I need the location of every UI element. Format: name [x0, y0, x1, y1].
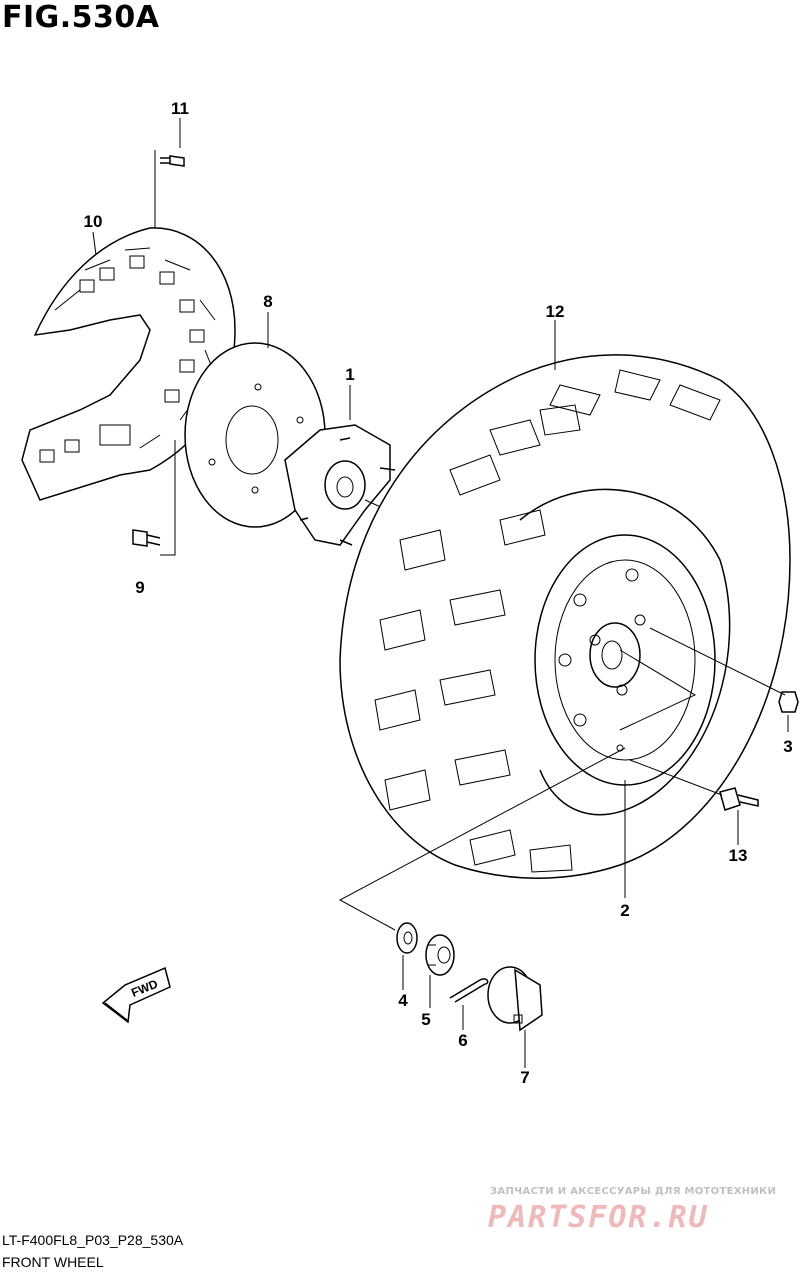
watermark-logo: PARTSFOR.RU — [488, 1200, 709, 1235]
part-11-bolt[interactable] — [160, 155, 185, 167]
leader-9-guide — [160, 440, 176, 556]
callout-4: 4 — [398, 991, 408, 1010]
fwd-direction-arrow: FWD — [101, 966, 171, 1024]
callout-3: 3 — [783, 737, 793, 756]
part-6-cotter-pin[interactable] — [449, 978, 489, 1003]
callout-10: 10 — [83, 212, 103, 231]
callout-2: 2 — [620, 901, 630, 920]
part-10-disc-guard[interactable] — [21, 227, 236, 501]
callout-5: 5 — [421, 1010, 431, 1029]
part-7-hub-cap[interactable] — [487, 966, 543, 1032]
leader-10 — [92, 231, 97, 256]
part-3-wheel-nut[interactable] — [778, 691, 799, 713]
figure-code: LT-F400FL8_P03_P28_530A — [2, 1232, 184, 1248]
leader-2-axle — [338, 747, 626, 931]
figure-caption: FRONT WHEEL — [2, 1254, 104, 1270]
callout-8: 8 — [263, 292, 273, 311]
callout-7: 7 — [520, 1068, 530, 1087]
part-9-bolt[interactable] — [132, 529, 161, 547]
part-2-wheel-rim[interactable] — [534, 534, 716, 786]
part-4-washer[interactable] — [396, 922, 418, 954]
callout-11: 11 — [171, 99, 189, 118]
part-13-tire-valve[interactable] — [719, 787, 759, 811]
callout-13: 13 — [728, 846, 748, 865]
leader-3 — [649, 627, 786, 696]
watermark-tagline: ЗАПЧАСТИ И АКСЕССУАРЫ ДЛЯ МОТОТЕХНИКИ — [490, 1186, 777, 1197]
leader-13 — [629, 759, 723, 796]
callout-9: 9 — [135, 578, 145, 597]
leader-2-studs — [619, 649, 697, 731]
figure-title: FIG.530A — [2, 0, 160, 35]
callout-6: 6 — [458, 1031, 468, 1050]
part-5-castle-nut[interactable] — [425, 934, 455, 976]
callout-12: 12 — [545, 302, 565, 321]
part-1-wheel-hub[interactable] — [284, 424, 396, 546]
callout-1: 1 — [345, 365, 355, 384]
